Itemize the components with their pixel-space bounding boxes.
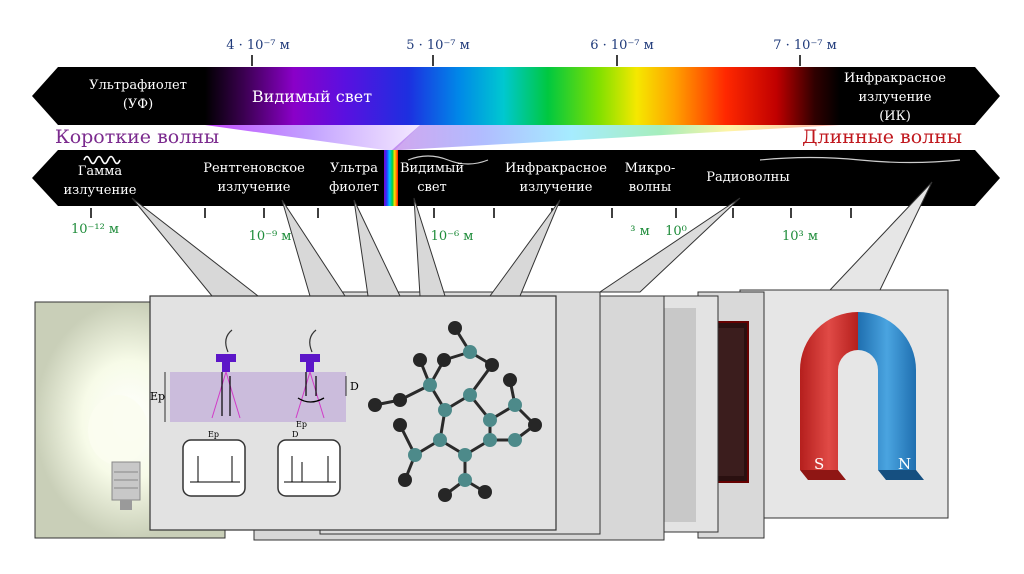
- bottom-tick-label: 10⁻⁶ м: [431, 229, 474, 244]
- ir-label-line3: (ИК): [879, 109, 911, 124]
- xray-label-line1: Рентгеновское: [203, 161, 305, 176]
- bottom-tick-label: ³ м: [630, 224, 649, 239]
- bottom-tick-label: 10³ м: [782, 229, 818, 244]
- ir-band-label-line2: излучение: [520, 180, 593, 195]
- bottom-wavelength-scale: 10⁻¹² м 10⁻⁹ м 10⁻⁶ м ³ м 10⁰ 10³ м: [71, 208, 851, 244]
- top-tick-label: 5 · 10⁻⁷ м: [406, 38, 470, 53]
- bottom-tick-label: 10⁻⁹ м: [249, 229, 292, 244]
- xray-label-line2: излучение: [218, 180, 291, 195]
- micro-band-label-line2: волны: [629, 180, 671, 195]
- top-tick-label: 6 · 10⁻⁷ м: [590, 38, 654, 53]
- ep-scope2-label: Ep: [296, 420, 307, 429]
- visible-light-label: Видимый свет: [252, 87, 372, 106]
- uv-band-label-line1: Ультра: [330, 161, 378, 176]
- ir-label-line1: Инфракрасное: [844, 71, 946, 86]
- top-wavelength-scale: 4 · 10⁻⁷ м 5 · 10⁻⁷ м 6 · 10⁻⁷ м 7 · 10⁻…: [226, 38, 837, 66]
- gamma-label-line1: Гамма: [78, 164, 123, 179]
- uv-band-label-line2: фиолет: [329, 180, 379, 195]
- top-tick-label: 7 · 10⁻⁷ м: [773, 38, 837, 53]
- visible-funnel: [205, 125, 420, 150]
- ep-scope-label: Ep: [208, 430, 219, 439]
- oscilloscope-right: [278, 440, 340, 496]
- bottom-tick-label: 10⁻¹² м: [71, 222, 119, 237]
- magnet-n-label: N: [898, 455, 911, 473]
- long-waves-label: Длинные волны: [802, 126, 962, 148]
- d-scope-label: D: [292, 430, 298, 439]
- uv-label-line2: (УФ): [123, 97, 153, 112]
- short-waves-label: Короткие волны: [55, 126, 219, 148]
- micro-band-label-line1: Микро-: [625, 161, 676, 176]
- callout-pointers: [132, 198, 560, 296]
- visible-band-label-line2: свет: [417, 180, 447, 195]
- oscilloscope-left: [183, 440, 245, 496]
- visible-strip: [384, 150, 398, 206]
- top-tick-label: 4 · 10⁻⁷ м: [226, 38, 290, 53]
- radio-band-label: Радиоволны: [706, 170, 789, 185]
- ep-label: Ep: [150, 390, 165, 403]
- uv-label-line1: Ультрафиолет: [89, 78, 187, 93]
- magnet-s-label: S: [814, 455, 824, 473]
- d-label: D: [350, 380, 359, 393]
- visible-band-label-line1: Видимый: [400, 161, 464, 176]
- gamma-label-line2: излучение: [64, 183, 137, 198]
- ir-label-line2: излучение: [859, 90, 932, 105]
- bulb-icon: [88, 395, 148, 465]
- panel-radio-magnet: S N: [740, 182, 948, 518]
- ir-band-label-line1: Инфракрасное: [505, 161, 607, 176]
- bottom-spectrum-band: Гамма излучение Рентгеновское излучение …: [32, 150, 1000, 206]
- panel-xray-front: Ep D Ep Ep D: [150, 296, 556, 530]
